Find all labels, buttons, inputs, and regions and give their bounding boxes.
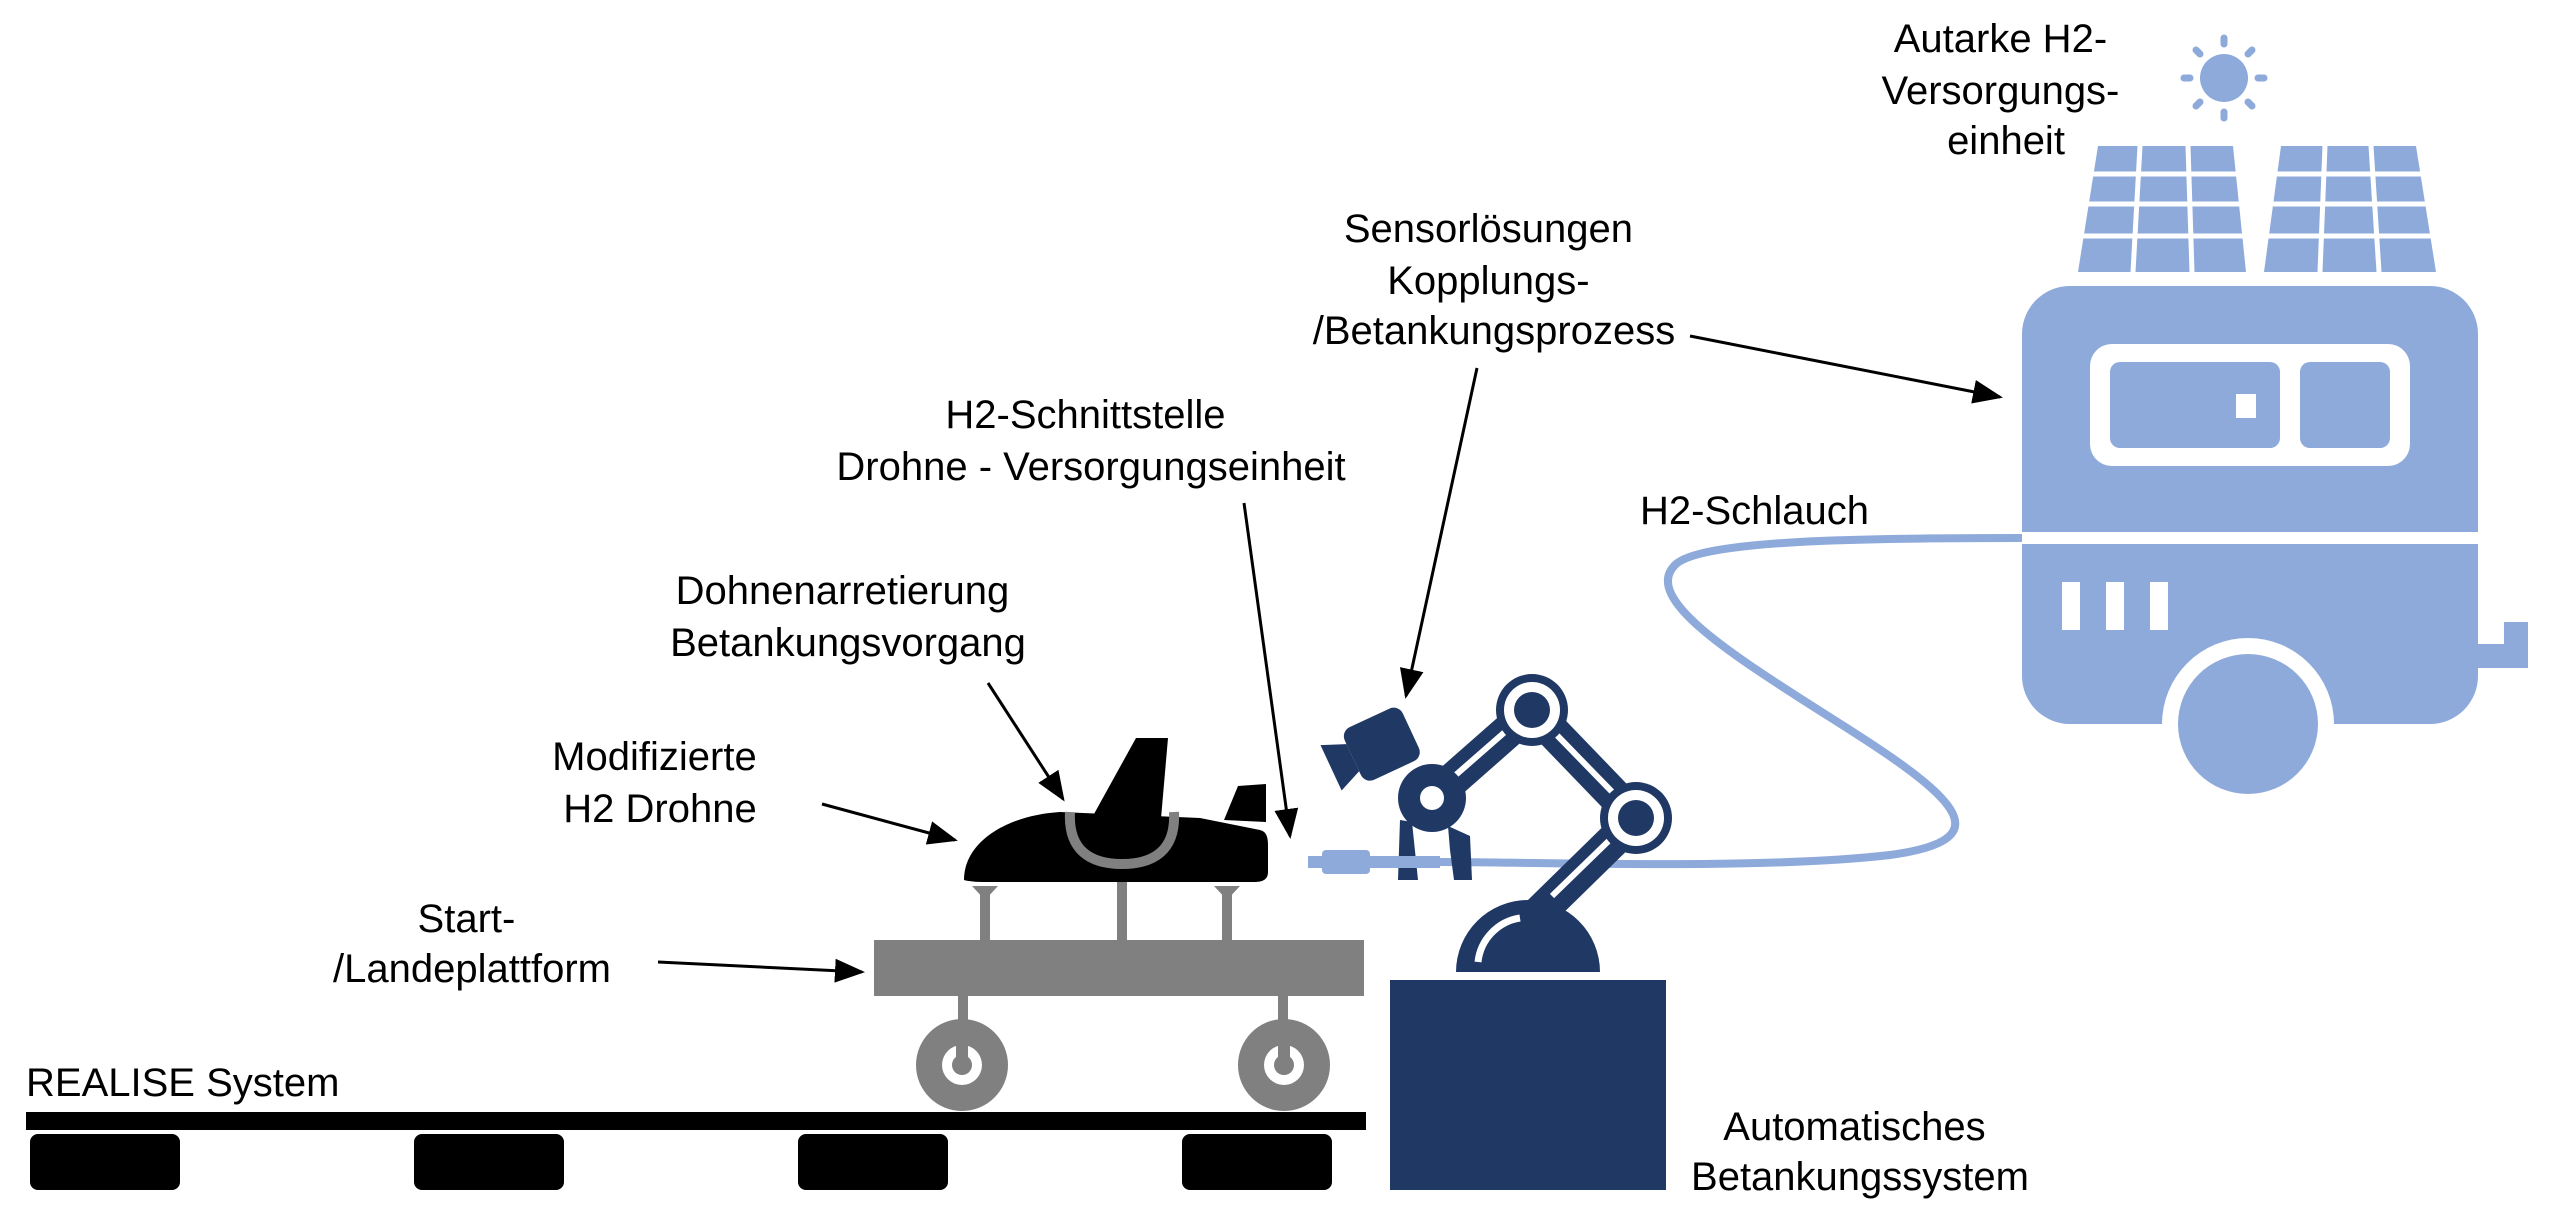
realise-rail — [26, 1112, 1366, 1190]
robot-arm-icon — [1398, 674, 1672, 972]
label-drone: Modifizierte H2 Drohne — [552, 735, 768, 831]
solar-panel-icon — [2078, 145, 2436, 273]
label-refueling: Automatisches Betankungssystem — [1691, 1105, 2029, 1199]
camera-icon — [1320, 707, 1420, 791]
trailer-icon — [2022, 286, 2528, 810]
sun-icon — [2180, 34, 2268, 122]
drone-icon — [964, 738, 1268, 940]
label-interface: H2-Schnittstelle Drohne - Versorgungsein… — [836, 393, 1345, 489]
robot-base — [1390, 980, 1666, 1190]
label-locking: Dohnenarretierung Betankungsvorgang — [670, 569, 1026, 665]
labels: Autarke H2- Versorgungs- einheit Sensorl… — [26, 17, 2130, 1199]
landing-platform — [874, 940, 1364, 1022]
h2-hose — [1439, 534, 2023, 869]
nozzle-icon — [1308, 850, 1440, 874]
label-hose: H2-Schlauch — [1640, 489, 1869, 533]
label-platform: Start- /Landeplattform — [333, 897, 611, 991]
label-supply-unit: Autarke H2- Versorgungs- einheit — [1881, 17, 2130, 163]
wheel-icon — [916, 1019, 1330, 1111]
label-system: REALISE System — [26, 1061, 339, 1105]
label-sensor: Sensorlösungen Kopplungs- /Betankungspro… — [1313, 207, 1675, 353]
annotation-arrows — [657, 334, 2003, 983]
